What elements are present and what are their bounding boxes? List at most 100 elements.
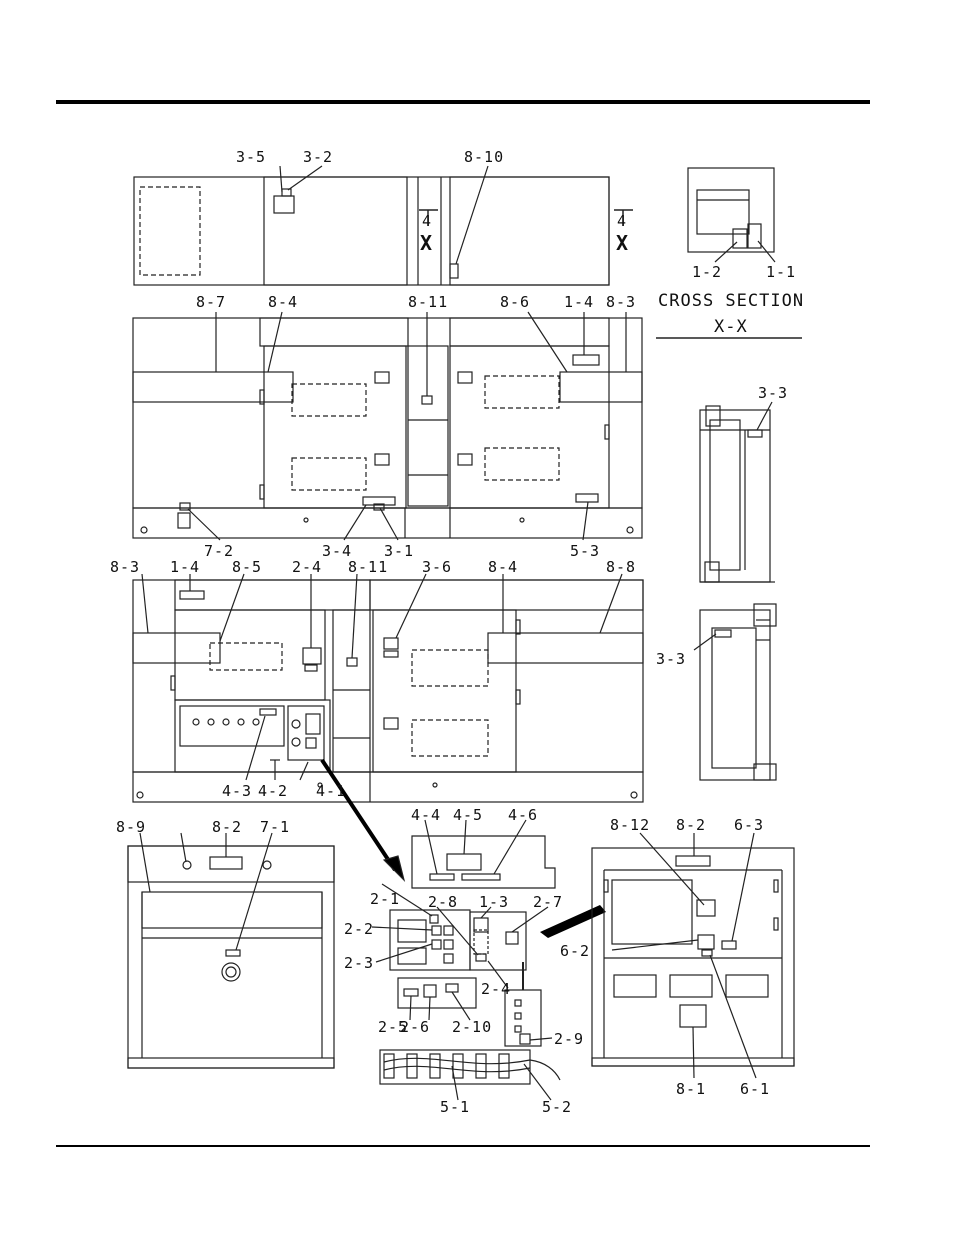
cross-section-title: CROSS SECTION [658,291,804,311]
section-marker-left-letter: X [420,231,432,255]
decal-1-2 [733,229,747,248]
callout: 4-2 [258,782,288,800]
callout: 5-3 [570,542,600,560]
cross-section-xx [656,168,802,338]
detail-arrow-left [322,760,395,870]
callout: 8-2 [212,818,242,836]
decal-3-2 [282,189,291,196]
callout: 8-3 [110,558,140,576]
section-marker-left-number: 4 [422,212,432,230]
callout: 2-9 [554,1030,584,1048]
end-view [592,833,794,1078]
decal-7-1 [226,950,240,956]
side-view-upper [700,402,775,582]
callout: 8-3 [606,293,636,311]
decal-4-3 [260,709,276,715]
callout: 3-5 [236,148,266,166]
cross-section-subtitle: X-X [714,317,748,337]
callout: 8-11 [408,293,448,311]
decal-3-5 [274,196,294,213]
decal-8-2 [210,857,242,869]
callout: 8-6 [500,293,530,311]
callout: 4-3 [222,782,252,800]
callout: 1-4 [564,293,594,311]
callout: 8-5 [232,558,262,576]
callout: 7-2 [204,542,234,560]
decal-5-3 [576,494,598,502]
callout: 4-6 [508,806,538,824]
callout: 5-1 [440,1098,470,1116]
callout: 2-10 [452,1018,492,1036]
decal-3-3-lower [715,630,731,637]
decal-1-4-b [180,591,204,599]
exhaust-outlet [222,963,240,981]
decal-2-3 [432,940,441,949]
decal-2-7 [506,932,518,944]
callout: 2-6 [400,1018,430,1036]
top-view [134,166,633,285]
callout: 5-2 [542,1098,572,1116]
decal-8-11-b [347,658,357,666]
callout: 3-3 [758,384,788,402]
decal-6-2 [698,935,714,949]
front-view-right [133,574,643,802]
callout: 8-7 [196,293,226,311]
callout: 8-8 [606,558,636,576]
side-view-lower [694,604,776,780]
callout: 8-10 [464,148,504,166]
callout: 8-2 [676,816,706,834]
callout: 2-3 [344,954,374,972]
decal-4-5 [447,854,481,870]
callout: 8-11 [348,558,388,576]
callout: 3-1 [384,542,414,560]
decal-8-2-b [676,856,710,866]
control-panel-detail [372,884,560,1100]
callout: 1-1 [766,263,796,281]
decal-3-6 [384,638,398,649]
callout: 2-4 [481,980,511,998]
callout: 4-4 [411,806,441,824]
callout: 8-4 [488,558,518,576]
decal-2-10 [446,984,458,992]
callout: 8-12 [610,816,650,834]
decal-8-11 [422,396,432,404]
callout: 2-8 [428,893,458,911]
decal-8-10 [450,264,458,278]
callout: 8-9 [116,818,146,836]
callout: 1-4 [170,558,200,576]
decal-4-4 [430,874,454,880]
callout: 2-7 [533,893,563,911]
callout: 4-1 [316,782,346,800]
callout: 3-6 [422,558,452,576]
callout: 2-4 [292,558,322,576]
decal-2-4 [303,648,321,664]
decal-1-1 [748,224,761,248]
callout: 7-1 [260,818,290,836]
callout: 2-1 [370,890,400,908]
decal-2-5 [404,989,418,996]
callout: 1-3 [479,893,509,911]
callout: 8-1 [676,1080,706,1098]
decal-2-2 [432,926,441,935]
decal-8-12 [697,900,715,916]
section-marker-right-letter: X [616,231,628,255]
callout: 4-5 [453,806,483,824]
callout: 1-2 [692,263,722,281]
callout: 6-1 [740,1080,770,1098]
decal-2-6 [424,985,436,997]
callout: 8-4 [268,293,298,311]
callout: 6-2 [560,942,590,960]
front-view-left [133,312,642,540]
decal-8-1 [680,1005,706,1027]
decal-2-9 [520,1034,530,1044]
detail-panel-4 [412,820,555,888]
callout: 3-2 [303,148,333,166]
rear-view [128,833,334,1068]
decal-3-3-upper [748,430,762,437]
callout: 6-3 [734,816,764,834]
section-marker-right-number: 4 [617,212,627,230]
decal-6-3 [722,941,736,949]
callout: 3-3 [656,650,686,668]
callout: 2-2 [344,920,374,938]
